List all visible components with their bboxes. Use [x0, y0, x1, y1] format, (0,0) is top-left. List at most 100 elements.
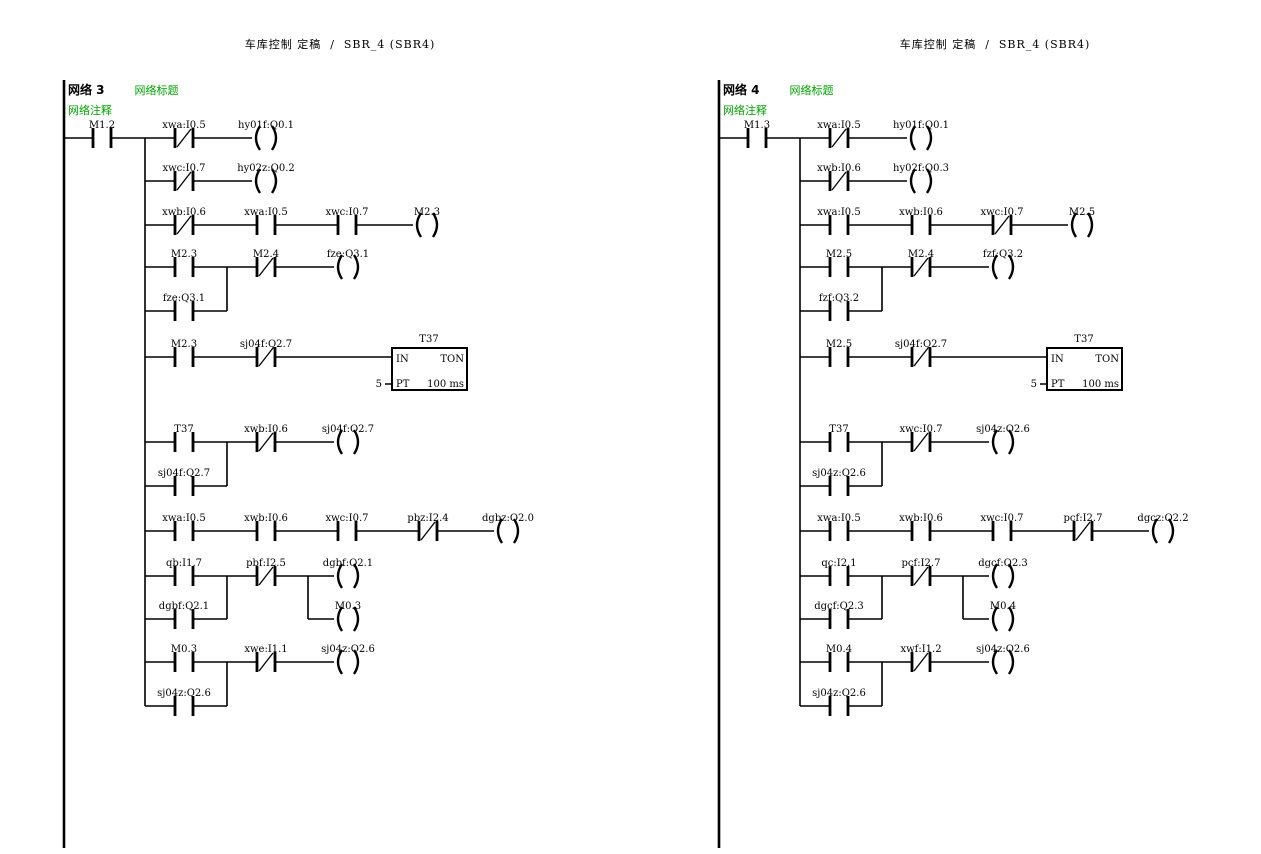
- operand-label: xwe:I1.1: [244, 644, 287, 655]
- contact-no[interactable]: [828, 519, 850, 543]
- contact-no[interactable]: [255, 213, 277, 237]
- contact-no[interactable]: [828, 345, 850, 369]
- contact-no[interactable]: [336, 213, 358, 237]
- operand-label: sj04z:Q2.6: [157, 688, 211, 699]
- contact-nc[interactable]: [173, 213, 195, 237]
- network-4-comment[interactable]: 网络注释: [723, 104, 767, 117]
- contact-nc[interactable]: [255, 564, 277, 588]
- contact-nc[interactable]: [991, 213, 1013, 237]
- operand-label: M2.3: [414, 207, 440, 218]
- operand-label: hy01f:Q0.1: [893, 120, 949, 131]
- contact-no[interactable]: [173, 474, 195, 498]
- network-3-comment[interactable]: 网络注释: [68, 104, 112, 117]
- contact-no[interactable]: [173, 299, 195, 323]
- contact-no[interactable]: [746, 126, 768, 150]
- network-4-title[interactable]: 网络标题: [789, 84, 834, 97]
- contact-no[interactable]: [173, 607, 195, 631]
- contact-no[interactable]: [173, 430, 195, 454]
- operand-label: xwc:I0.7: [980, 513, 1023, 524]
- contact-no[interactable]: [173, 650, 195, 674]
- timer-box-t37[interactable]: T37 IN TON PT 100 ms 5: [1031, 334, 1123, 391]
- operand-label: xwb:I0.6: [162, 207, 206, 218]
- operand-label: xwb:I0.6: [244, 513, 288, 524]
- contact-nc[interactable]: [828, 126, 850, 150]
- operand-label: xwa:I0.5: [817, 120, 860, 131]
- operand-label: M0.4: [826, 644, 852, 655]
- contact-no[interactable]: [336, 519, 358, 543]
- contact-no[interactable]: [255, 519, 277, 543]
- operand-label: pbf:I2.5: [246, 558, 286, 569]
- operand-label: M2.5: [1069, 207, 1095, 218]
- wires: [719, 137, 1149, 707]
- contact-no[interactable]: [828, 255, 850, 279]
- operand-label: xwb:I0.6: [899, 207, 943, 218]
- contact-no[interactable]: [910, 213, 932, 237]
- timer-name: T37: [1074, 334, 1093, 345]
- contact-nc[interactable]: [255, 255, 277, 279]
- contact-nc[interactable]: [417, 519, 439, 543]
- operand-label: xwc:I0.7: [980, 207, 1023, 218]
- network-3-title[interactable]: 网络标题: [134, 84, 179, 97]
- contact-no[interactable]: [173, 255, 195, 279]
- contact-no[interactable]: [828, 299, 850, 323]
- contact-no[interactable]: [828, 564, 850, 588]
- contact-no[interactable]: [828, 650, 850, 674]
- contact-nc[interactable]: [910, 255, 932, 279]
- operand-label: M0.4: [990, 601, 1016, 612]
- contact-nc[interactable]: [173, 126, 195, 150]
- operand-label: M2.4: [253, 249, 279, 260]
- contact-no[interactable]: [91, 126, 113, 150]
- network-4-label: 网络 4: [723, 83, 760, 97]
- contact-nc[interactable]: [828, 169, 850, 193]
- operand-label: sj04f:Q2.7: [895, 339, 947, 350]
- operand-label: dgbz:Q2.0: [482, 513, 534, 524]
- operand-label: xwb:I0.6: [899, 513, 943, 524]
- operand-label: T37: [174, 424, 193, 435]
- operand-label: xwc:I0.7: [162, 163, 205, 174]
- page-header-right: 车库控制 定稿 / SBR_4 (SBR4): [899, 38, 1091, 51]
- operand-label: T37: [829, 424, 848, 435]
- operand-label: qc:I2.1: [821, 558, 856, 569]
- contact-no[interactable]: [173, 345, 195, 369]
- timer-timebase-label: 100 ms: [427, 379, 464, 390]
- operand-label: qb:I1.7: [166, 558, 202, 569]
- timer-pt-value[interactable]: 5: [1031, 379, 1037, 390]
- contact-nc[interactable]: [1072, 519, 1094, 543]
- operand-label: hy02z:Q0.2: [237, 163, 295, 174]
- contact-no[interactable]: [173, 694, 195, 718]
- operand-label: xwc:I0.7: [325, 207, 368, 218]
- contact-no[interactable]: [828, 213, 850, 237]
- operand-label: M2.3: [171, 249, 197, 260]
- timer-pt-value[interactable]: 5: [376, 379, 382, 390]
- contact-no[interactable]: [173, 564, 195, 588]
- timer-name: T37: [419, 334, 438, 345]
- contact-nc[interactable]: [910, 430, 932, 454]
- wires: [64, 137, 494, 707]
- contact-no[interactable]: [828, 694, 850, 718]
- contact-no[interactable]: [828, 474, 850, 498]
- operand-label: M0.3: [171, 644, 197, 655]
- operand-label: fze:Q3.1: [163, 293, 205, 304]
- contact-nc[interactable]: [255, 650, 277, 674]
- contact-no[interactable]: [173, 519, 195, 543]
- operand-label: fzf:Q3.2: [819, 293, 859, 304]
- contact-no[interactable]: [991, 519, 1013, 543]
- operand-label: M2.4: [908, 249, 934, 260]
- contact-nc[interactable]: [255, 345, 277, 369]
- contact-nc[interactable]: [255, 430, 277, 454]
- contact-nc[interactable]: [910, 345, 932, 369]
- operand-label: xwc:I0.7: [899, 424, 942, 435]
- contact-no[interactable]: [828, 607, 850, 631]
- contact-nc[interactable]: [910, 564, 932, 588]
- contact-no[interactable]: [910, 519, 932, 543]
- contact-no[interactable]: [828, 430, 850, 454]
- operand-label: sj04z:Q2.6: [321, 644, 375, 655]
- operand-label: sj04f:Q2.7: [158, 468, 210, 479]
- timer-box-t37[interactable]: T37 IN TON PT 100 ms 5: [376, 334, 468, 391]
- contact-nc[interactable]: [173, 169, 195, 193]
- operand-label: fze:Q3.1: [327, 249, 369, 260]
- operand-label: xwb:I0.6: [817, 163, 861, 174]
- contact-nc[interactable]: [910, 650, 932, 674]
- operand-label: dgbf:Q2.1: [159, 601, 209, 612]
- operand-label: sj04f:Q2.7: [322, 424, 374, 435]
